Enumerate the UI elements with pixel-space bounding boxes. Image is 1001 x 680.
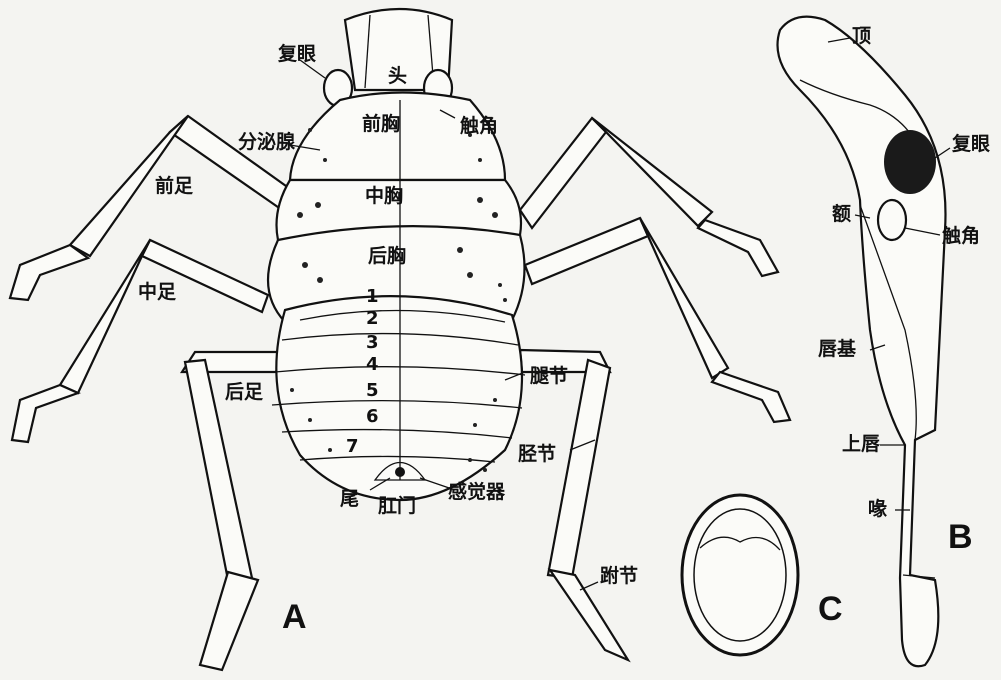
- egg-illustration: [682, 495, 798, 655]
- label-beak: 喙: [868, 497, 887, 520]
- label-mesothorax: 中胸: [365, 184, 403, 207]
- label-labrum-base: 唇基: [818, 337, 857, 360]
- label-vertex: 顶: [852, 25, 871, 47]
- label-sensory-organ: 感觉器: [448, 480, 506, 503]
- label-frons: 额: [832, 202, 851, 225]
- label-antenna-a: 触角: [460, 114, 498, 137]
- label-secretory-gland: 分泌腺: [238, 130, 296, 153]
- label-anus: 肛门: [378, 494, 416, 517]
- segment-number: 7: [346, 436, 359, 457]
- hindleg-right: [520, 350, 628, 660]
- label-femur: 腿节: [529, 365, 568, 387]
- label-head: 头: [388, 65, 407, 87]
- label-foreleg: 前足: [155, 174, 194, 197]
- panel-a-letter: A: [282, 598, 307, 636]
- label-labrum: 上唇: [842, 433, 880, 455]
- segment-number: 3: [366, 332, 379, 353]
- label-hindleg: 后足: [225, 381, 264, 403]
- label-compound-eye-b: 复眼: [951, 132, 990, 155]
- segment-number: 4: [366, 354, 379, 375]
- segment-number: 5: [366, 380, 379, 401]
- segment-number: 1: [366, 286, 379, 307]
- label-tail: 尾: [340, 488, 359, 510]
- label-tibia: 胫节: [518, 443, 556, 465]
- label-prothorax: 前胸: [362, 112, 400, 135]
- label-compound-eye-a: 复眼: [277, 42, 316, 65]
- label-midleg: 中足: [138, 280, 177, 303]
- label-metathorax: 后胸: [368, 244, 406, 267]
- segment-number: 6: [366, 406, 379, 427]
- panel-b-letter: B: [948, 518, 973, 556]
- panel-c-letter: C: [818, 590, 843, 628]
- label-antenna-b: 触角: [942, 224, 980, 247]
- head-side-view: [778, 17, 946, 667]
- label-tarsus: 跗节: [600, 564, 638, 587]
- segment-number: 2: [366, 308, 379, 329]
